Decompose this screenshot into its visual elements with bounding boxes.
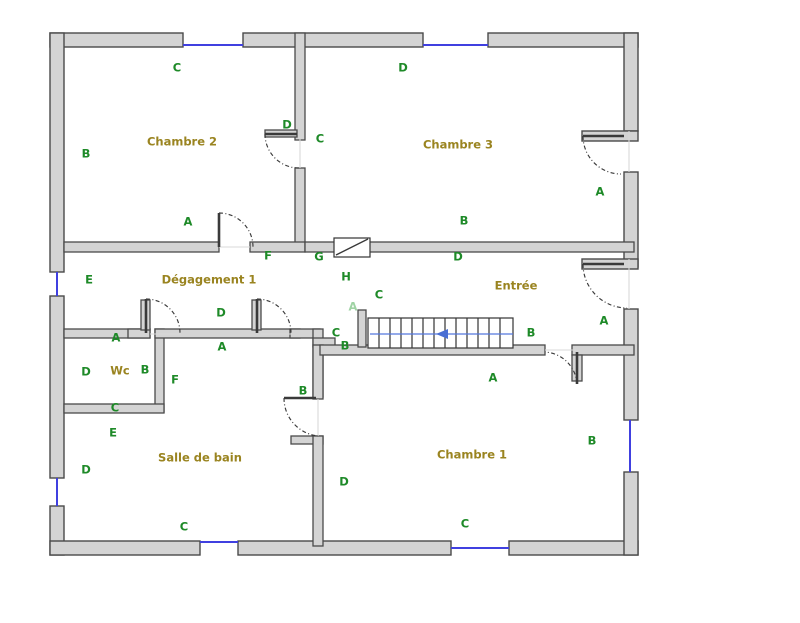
door-swing-chambre2	[218, 212, 254, 248]
interior-walls	[63, 32, 635, 547]
dimension-letter: D	[216, 306, 226, 320]
room-label-degagement1: Dégagement 1	[162, 273, 257, 287]
dimension-letter: E	[85, 273, 93, 287]
dimension-letter: C	[316, 132, 324, 146]
dimension-letter: C	[180, 520, 188, 534]
dimension-letter: A	[600, 314, 609, 328]
room-label-chambre3: Chambre 3	[423, 138, 493, 152]
dimension-letter: D	[398, 61, 408, 75]
dimension-letter: A	[184, 215, 193, 229]
dimension-letter: C	[332, 326, 340, 340]
dimension-letter: B	[588, 434, 597, 448]
dimension-letter: F	[171, 373, 179, 387]
room-label-wc: Wc	[110, 364, 130, 378]
dimension-letter: C	[173, 61, 181, 75]
dimension-letter: D	[81, 463, 91, 477]
dimension-letter: B	[341, 339, 350, 353]
room-label-entree: Entrée	[495, 279, 538, 293]
dimension-letter: B	[460, 214, 469, 228]
dimension-letter: A	[349, 300, 358, 314]
room-label-salle-de-bain: Salle de bain	[158, 451, 242, 465]
staircase	[357, 309, 514, 349]
room-label-chambre2: Chambre 2	[147, 135, 217, 149]
dimension-letter: F	[264, 249, 272, 263]
stair-direction-arrow	[436, 329, 448, 339]
doors	[144, 131, 630, 437]
dimension-letter: G	[314, 250, 323, 264]
dimension-letter: H	[341, 270, 351, 284]
dimension-letter: D	[453, 250, 463, 264]
dimension-letter: D	[81, 365, 91, 379]
dimension-letter: E	[109, 426, 117, 440]
dimension-letter: C	[461, 517, 469, 531]
dimension-letter: B	[141, 363, 150, 377]
door-swing-c2-c3	[264, 133, 300, 169]
dimension-letter: D	[339, 475, 349, 489]
door-swing-degagement	[256, 298, 292, 334]
windows	[56, 44, 631, 549]
dimension-letter: C	[111, 401, 119, 415]
dimension-letter: A	[218, 340, 227, 354]
dimension-letter: B	[299, 384, 308, 398]
dimension-letter: C	[375, 288, 383, 302]
dimension-letter: B	[527, 326, 536, 340]
dimension-letter: D	[282, 118, 292, 132]
dimension-letter: A	[112, 331, 121, 345]
door-swing-sdb	[283, 397, 319, 437]
stair-newel	[357, 309, 367, 348]
room-label-chambre1: Chambre 1	[437, 448, 507, 462]
dimension-letter: B	[82, 147, 91, 161]
door-swing-chambre3-right	[582, 135, 622, 175]
door-swing-wc	[145, 298, 181, 334]
door-swing-entree-right	[582, 263, 628, 309]
dimension-letter: A	[489, 371, 498, 385]
room-labels: Chambre 2 Chambre 3 Dégagement 1 Entrée …	[110, 135, 537, 465]
dimension-letter: A	[596, 185, 605, 199]
